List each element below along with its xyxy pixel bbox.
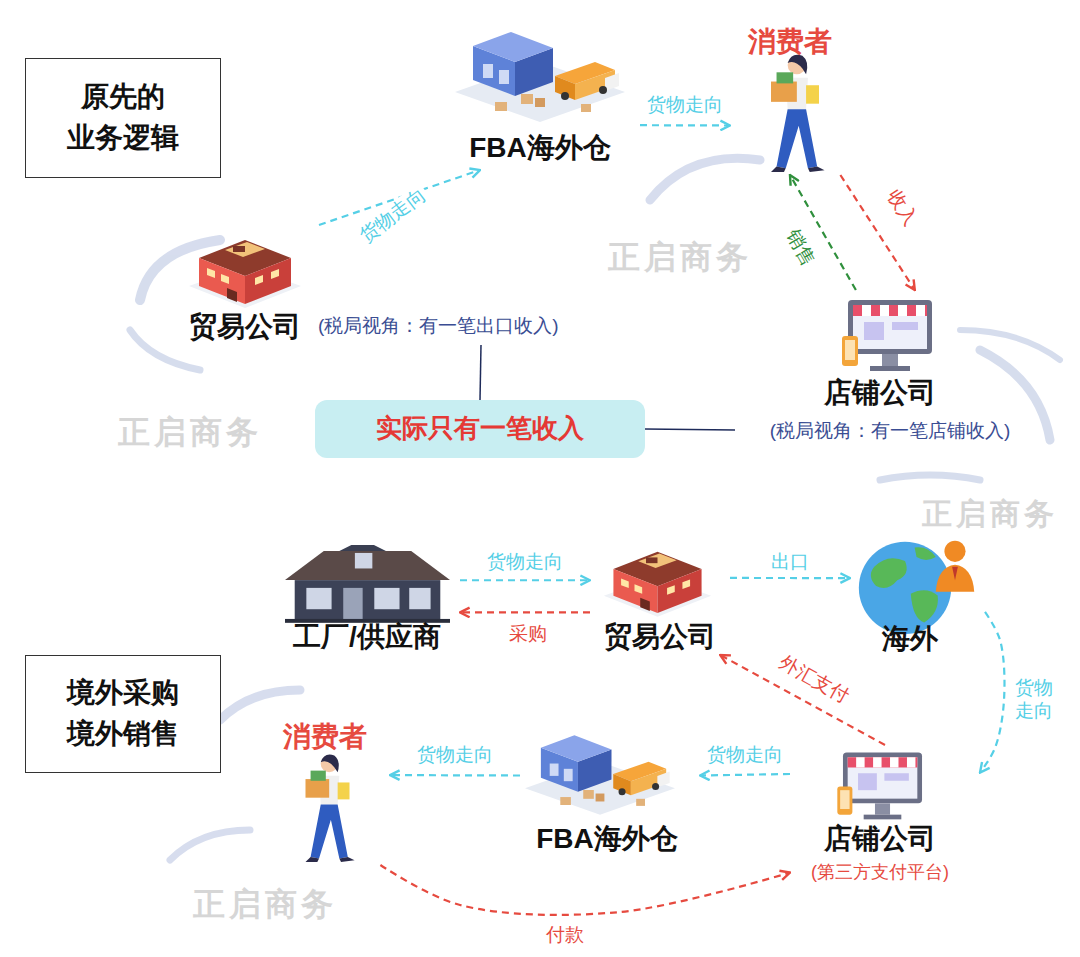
- icon-node: FBA海外仓: [520, 730, 700, 860]
- flow-arrow: [980, 612, 1004, 773]
- edge-label: 外汇支付: [773, 650, 856, 710]
- edge-label: 出口: [768, 551, 812, 574]
- flow-arrow: [460, 611, 590, 613]
- node-title: 贸易公司: [604, 620, 716, 654]
- node-title: FBA海外仓: [536, 822, 678, 856]
- watermark: 正启商务: [118, 411, 262, 455]
- text-box: 原先的 业务逻辑: [25, 58, 221, 178]
- edge-label: 付款: [543, 924, 587, 947]
- node-title: 实际只有一笔收入: [366, 410, 594, 448]
- node-title: 海外: [882, 622, 938, 656]
- node-note: (税局视角：有一笔店铺收入): [770, 420, 1011, 443]
- node-title: 原先的 业务逻辑: [26, 77, 220, 158]
- leader-line: [480, 345, 481, 400]
- node-note: (税局视角：有一笔出口收入): [318, 315, 559, 338]
- edge-label: 采购: [506, 623, 550, 646]
- flow-arrow: [380, 865, 790, 915]
- icon-node: 海外: [850, 530, 985, 660]
- flow-arrow: [460, 579, 590, 581]
- node-title: 境外采购 境外销售: [26, 673, 220, 754]
- text-box: 境外采购 境外销售: [25, 655, 221, 773]
- node-title: 店铺公司: [824, 822, 936, 856]
- icon-node: 贸易公司: [590, 540, 730, 655]
- node-title: 贸易公司: [189, 310, 301, 344]
- watermark: 正启商务: [922, 494, 1058, 535]
- icon-node: 工厂/供应商: [275, 540, 460, 655]
- edge-label: 货物走向: [704, 744, 786, 767]
- edge-label: 货物走向: [484, 551, 566, 574]
- node-note: (第三方支付平台): [811, 862, 949, 884]
- flow-arrow: [390, 774, 520, 777]
- flow-arrow: [700, 774, 790, 776]
- node-title: 消费者: [748, 25, 832, 59]
- icon-node: 店铺公司 (第三方支付平台): [790, 745, 980, 890]
- icon-node: 店铺公司 (税局视角：有一笔店铺收入): [735, 290, 1045, 450]
- edge-label: 收入: [880, 183, 923, 232]
- flow-arrow: [720, 655, 885, 745]
- edge-label: 货物走向: [644, 94, 726, 117]
- icon-node: FBA海外仓: [440, 30, 640, 170]
- watermark: 正启商务: [608, 236, 752, 280]
- edge-label: 货物走向: [353, 182, 432, 250]
- node-title: 店铺公司: [824, 376, 936, 410]
- flow-arrow: [319, 170, 480, 225]
- leader-line: [645, 429, 735, 430]
- edge-label: 销售: [779, 223, 821, 273]
- flow-arrow: [730, 577, 850, 579]
- node-title: 消费者: [283, 720, 367, 754]
- flow-arrow: [640, 124, 730, 127]
- node-title: FBA海外仓: [469, 131, 611, 165]
- edge-label: 货物走向: [414, 744, 496, 767]
- icon-node: 贸易公司 (税局视角：有一笔出口收入): [175, 225, 625, 345]
- icon-node: 消费者: [730, 25, 850, 175]
- node-title: 工厂/供应商: [293, 620, 441, 654]
- text-box: 实际只有一笔收入: [315, 400, 645, 458]
- edge-label: 货物走向: [1012, 677, 1056, 723]
- flow-arrow: [840, 175, 914, 290]
- flow-arrow: [790, 175, 856, 290]
- watermark: 正启商务: [193, 883, 337, 927]
- icon-node: 消费者: [270, 720, 390, 865]
